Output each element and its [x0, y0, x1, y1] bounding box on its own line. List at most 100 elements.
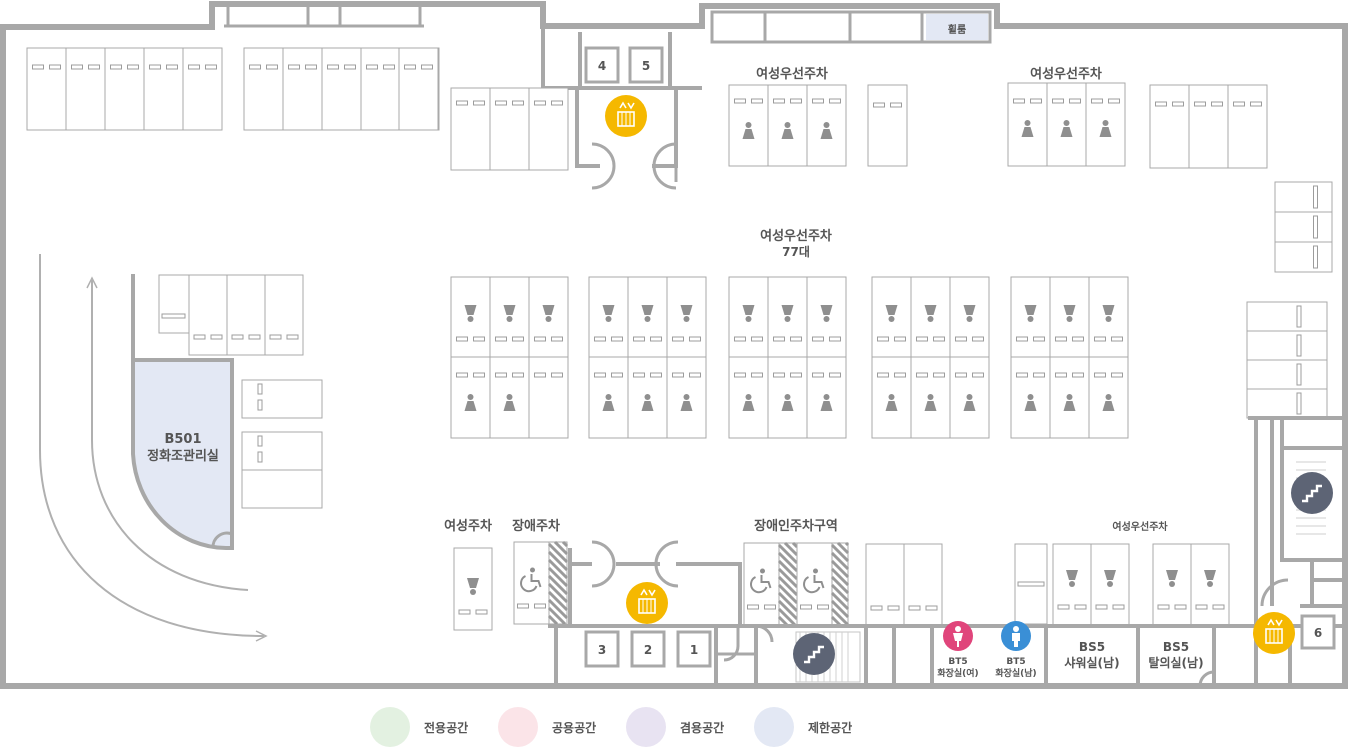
slot-group: [1052, 543, 1130, 626]
parking-slot[interactable]: [796, 542, 833, 626]
female-restroom-icon[interactable]: [943, 621, 973, 651]
parking-slot[interactable]: [528, 87, 569, 171]
zone-label-women-top-right: 여성우선주차: [1030, 66, 1102, 82]
parking-slot[interactable]: [398, 47, 439, 131]
parking-slot[interactable]: [282, 47, 323, 131]
parking-slot[interactable]: [1246, 359, 1328, 390]
lounge-room: [926, 14, 988, 40]
parking-slot[interactable]: [104, 47, 145, 131]
elevator-3-label: 3: [598, 643, 606, 657]
parking-slot[interactable]: [360, 47, 401, 131]
bottom-core: [548, 540, 1345, 687]
legend-label-restricted: 제한공간: [808, 720, 853, 735]
parking-slot[interactable]: [743, 542, 780, 626]
slot-group: [743, 542, 780, 626]
slot-group: [796, 542, 833, 626]
elevator-1-label: 1: [690, 643, 698, 657]
parking-slot[interactable]: [728, 356, 769, 439]
elevator-car-5[interactable]: 5: [628, 46, 664, 84]
slot-group: [264, 274, 304, 356]
zone-label-disabled-parking: 장애주차: [512, 518, 560, 534]
elevator-icon[interactable]: [605, 95, 647, 137]
elevator-6-label: 6: [1314, 626, 1322, 640]
parking-slot[interactable]: [1227, 84, 1268, 169]
parking-slot[interactable]: [158, 274, 190, 334]
parking-slot[interactable]: [264, 274, 304, 356]
slot-group: [398, 47, 439, 131]
parking-slot[interactable]: [1274, 181, 1333, 213]
parking-slot[interactable]: [188, 274, 228, 356]
parking-slot[interactable]: [1274, 241, 1333, 273]
parking-slot[interactable]: [489, 87, 530, 171]
parking-slot[interactable]: [867, 84, 908, 167]
ramp: [39, 254, 268, 642]
male-restroom-icon[interactable]: [1001, 621, 1031, 651]
elevator-car-4[interactable]: 4: [584, 46, 620, 84]
slot-group: [513, 541, 550, 625]
elevator-icon[interactable]: [1253, 612, 1295, 654]
parking-slot[interactable]: [450, 87, 491, 171]
parking-slot[interactable]: [865, 543, 905, 627]
parking-slot[interactable]: [1090, 543, 1130, 626]
slot-group: [588, 356, 707, 439]
parking-slot[interactable]: [241, 431, 323, 471]
stairs-icon[interactable]: [793, 633, 835, 675]
slot-group: [1010, 356, 1129, 439]
bt5-female-code: BT5: [948, 657, 967, 667]
parking-slot[interactable]: [1188, 84, 1229, 169]
bs5-changing-name: 탈의실(남): [1148, 655, 1203, 670]
legend-item-shared: 겸용공간: [626, 707, 724, 747]
parking-slots: [26, 47, 1333, 631]
parking-slot[interactable]: [241, 379, 323, 419]
parking-slot[interactable]: [143, 47, 184, 131]
right-core: [1248, 416, 1345, 626]
elevator-car-6[interactable]: 6: [1300, 614, 1336, 650]
slot-group: [728, 276, 847, 358]
parking-slot[interactable]: [1274, 211, 1333, 243]
elevator-icon[interactable]: [626, 582, 668, 624]
parking-slot[interactable]: [1246, 330, 1328, 361]
parking-slot[interactable]: [528, 276, 569, 358]
hatched-aisle: [547, 540, 569, 626]
parking-slot[interactable]: [26, 47, 67, 131]
parking-slot[interactable]: [513, 541, 550, 625]
legend-swatch-shared: [626, 707, 666, 747]
parking-slot[interactable]: [903, 543, 943, 627]
slot-group: [871, 356, 990, 439]
b501-room[interactable]: B501 정화조관리실: [131, 274, 234, 550]
parking-slot[interactable]: [1149, 84, 1190, 169]
slot-group: [1274, 181, 1333, 273]
slot-group: [26, 47, 223, 131]
zone-label-women-center-count: 77대: [782, 245, 810, 259]
slot-group: [450, 276, 569, 358]
elevator-car-1[interactable]: 1: [676, 630, 712, 668]
stairs-icon[interactable]: [1291, 472, 1333, 514]
parking-slot[interactable]: [1246, 388, 1328, 419]
legend: 전용공간 공용공간 겸용공간 제한공간: [0, 700, 1348, 748]
slot-group: [450, 356, 569, 439]
parking-slot[interactable]: [65, 47, 106, 131]
bt5-female-name: 화장실(여): [937, 667, 978, 679]
parking-slot[interactable]: [321, 47, 362, 131]
legend-label-exclusive: 전용공간: [424, 720, 469, 735]
elevator-car-2[interactable]: 2: [630, 630, 666, 668]
slot-group: [450, 87, 569, 171]
hatched-aisle: [777, 541, 799, 627]
parking-slot[interactable]: [182, 47, 223, 131]
parking-slot[interactable]: [243, 47, 284, 131]
zone-label-women-parking: 여성주차: [444, 518, 492, 534]
bt5-male-code: BT5: [1006, 657, 1025, 667]
slot-group: [1010, 276, 1129, 358]
slot-group: [1007, 82, 1126, 167]
slot-group: [728, 356, 847, 439]
b501-name: 정화조관리실: [147, 448, 219, 464]
parking-slot[interactable]: [226, 274, 266, 356]
elevator-4-label: 4: [598, 59, 606, 73]
zone-label-women-bottom-right: 여성우선주차: [1112, 520, 1168, 533]
parking-slot[interactable]: [241, 469, 323, 509]
b501-code: B501: [164, 432, 201, 447]
parking-slot[interactable]: [1246, 301, 1328, 332]
elevator-car-3[interactable]: 3: [584, 630, 620, 668]
parking-slot[interactable]: [528, 356, 569, 439]
slot-group: [453, 547, 493, 631]
